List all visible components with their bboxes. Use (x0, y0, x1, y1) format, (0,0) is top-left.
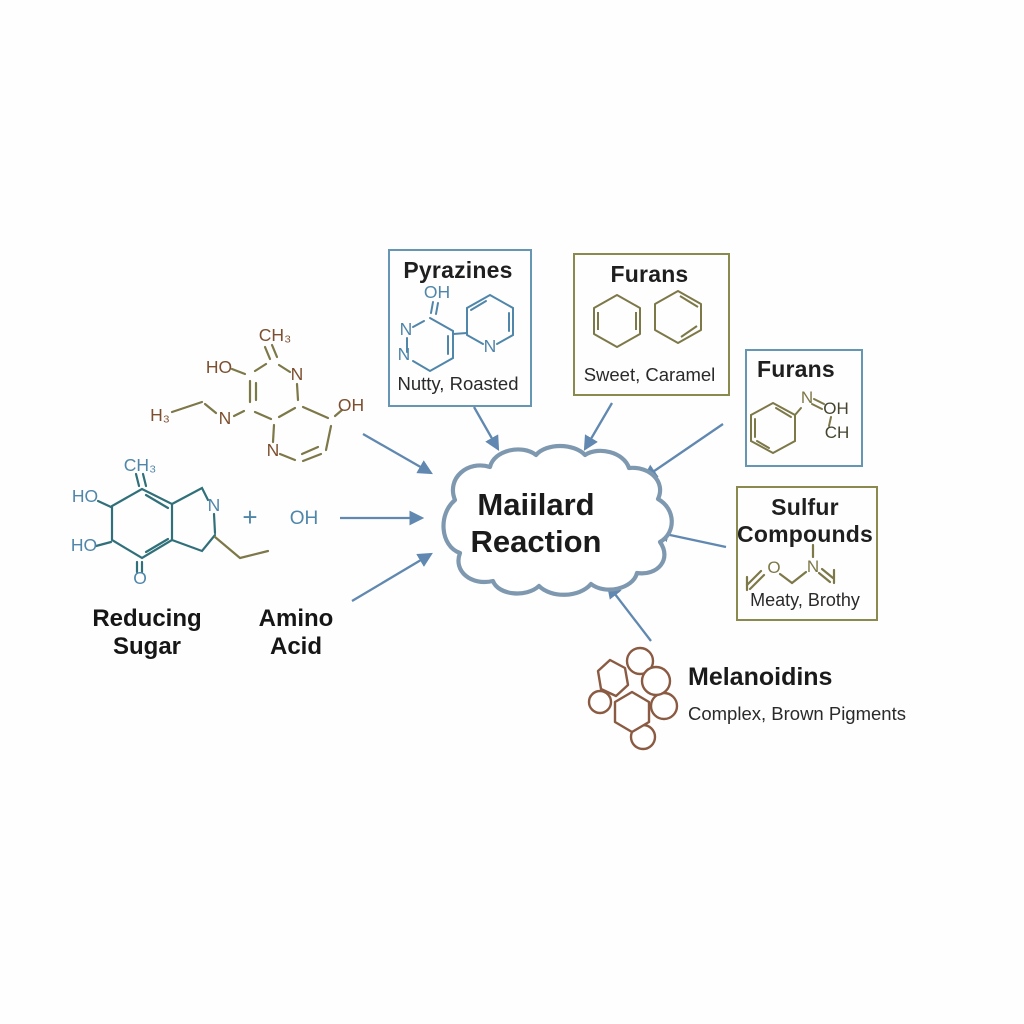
arrow-furans-top-to-cloud (583, 402, 613, 451)
atom-label: CH (825, 423, 850, 442)
pyrazines-title: Pyrazines (403, 257, 513, 283)
atom-label: N (398, 344, 411, 364)
atom-label: N (267, 440, 280, 460)
atom-label: H₃ (150, 405, 170, 425)
atom-label: CH₃ (259, 325, 291, 345)
cloud-shape (441, 443, 674, 597)
melanoidins-subtitle: Complex, Brown Pigments (688, 703, 906, 724)
reducing-sugar-label-line2: Sugar (112, 633, 181, 660)
atom-label: OH (338, 395, 364, 415)
atom-label: N (291, 364, 304, 384)
pyrazines-structure: OH N N N (398, 282, 514, 373)
furans-top-box (573, 253, 730, 396)
atom-label: CH₃ (124, 455, 156, 475)
intermediate-structure: CH₃ HO N OH H₃ N N (150, 325, 364, 463)
atom-label: N (208, 495, 221, 515)
amino-acid-label-line2: Acid (269, 633, 322, 660)
arrow-furans-right-to-cloud (642, 423, 724, 480)
arrow-melanoidins-to-cloud (606, 583, 652, 642)
atom-label: N (484, 336, 497, 356)
arrow-amino-to-cloud (351, 552, 433, 602)
furans-top-title: Furans (610, 261, 689, 287)
plus-sign: + (242, 502, 257, 532)
furans-right-title: Furans (757, 356, 835, 382)
reaction-arrows (340, 402, 727, 642)
cloud-title-line1: Maiilard (477, 487, 595, 522)
cloud-title-line2: Reaction (470, 524, 602, 559)
atom-label: OH (290, 508, 319, 529)
atom-label: O (767, 558, 780, 577)
atom-label: HO (206, 357, 232, 377)
atom-label: HO (72, 486, 98, 506)
furans-top-structure (593, 290, 702, 348)
amino-acid-fragment: + OH (242, 502, 318, 532)
atom-label: OH (823, 399, 849, 418)
furans-top-subtitle: Sweet, Caramel (583, 364, 716, 385)
pyrazines-box (388, 249, 532, 407)
pyrazines-subtitle: Nutty, Roasted (397, 373, 519, 394)
melanoidins-cluster-icon (587, 646, 679, 751)
atom-label: N (400, 319, 413, 339)
furans-right-box (745, 349, 863, 467)
sulfur-compounds-structure: O N (745, 543, 836, 592)
arrow-intermediate-to-cloud (362, 433, 433, 475)
reducing-sugar-structure: CH₃ HO HO N O (71, 455, 270, 588)
amino-acid-label-line1: Amino (258, 605, 334, 632)
furans-right-structure: N OH CH (750, 388, 850, 455)
atom-label: HO (71, 535, 97, 555)
atom-label: O (133, 568, 147, 588)
sulfur-title-line1: Sulfur (771, 494, 839, 520)
atom-label: N (807, 557, 819, 576)
atom-label: N (801, 388, 813, 407)
sulfur-title-line2: Compounds (737, 521, 873, 547)
sulfur-subtitle: Meaty, Brothy (750, 590, 860, 610)
sulfur-compounds-box (736, 486, 878, 621)
atom-label: OH (424, 282, 450, 302)
atom-label: N (219, 408, 232, 428)
melanoidins-title: Melanoidins (688, 663, 833, 691)
arrow-pyrazines-to-cloud (473, 406, 500, 451)
reducing-sugar-label-line1: Reducing (92, 605, 202, 632)
